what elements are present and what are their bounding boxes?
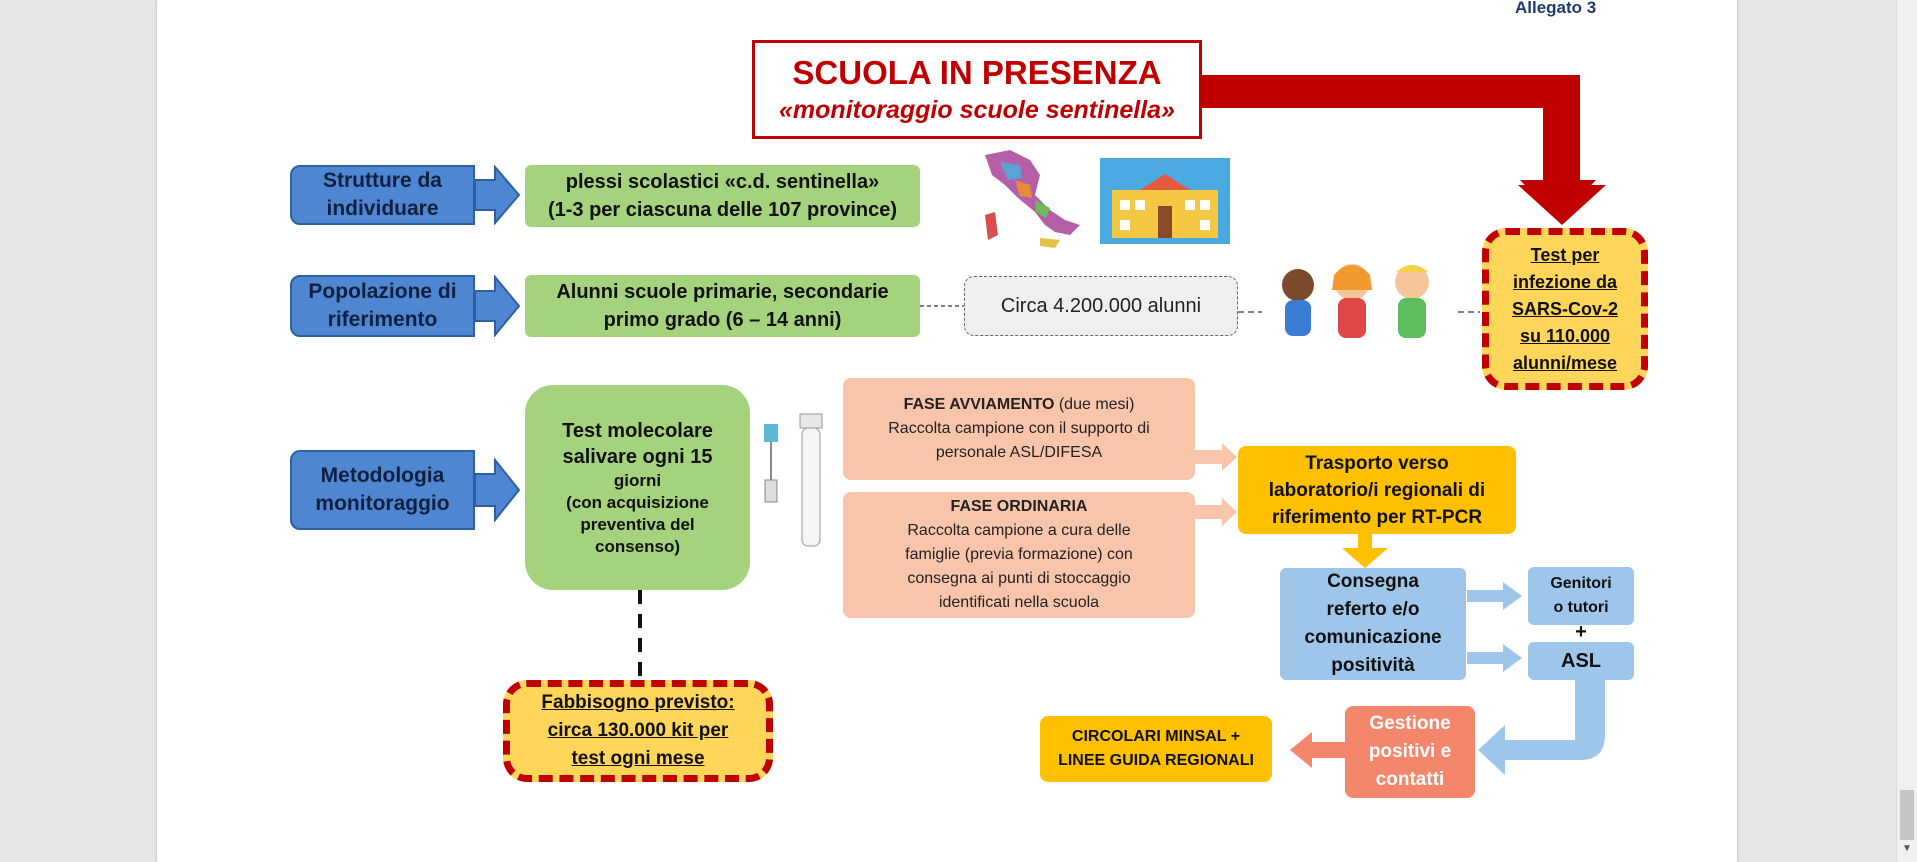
fase-avviamento-heading: FASE AVVIAMENTO (due mesi) <box>904 393 1135 417</box>
box-circa-alunni: Circa 4.200.000 alunni <box>964 276 1238 336</box>
trasporto-line-2: laboratorio/i regionali di <box>1268 479 1486 501</box>
test-infezione-line-5: alunni/mese <box>1512 352 1618 373</box>
test-molecolare-line-4: (con acquisizione <box>566 492 709 512</box>
page-subtitle: «monitoraggio scuole sentinella» <box>779 96 1175 124</box>
box-fabbisogno: Fabbisogno previsto: circa 130.000 kit p… <box>503 680 773 782</box>
arrow-avviamento-icon <box>1195 443 1237 471</box>
fase-ordinaria-line-2: famiglie (previa formazione) con <box>905 546 1133 563</box>
allegato-label: Allegato 3 <box>1515 0 1597 17</box>
arrow-circolari-icon <box>1290 732 1345 768</box>
box-alunni-line-2: primo grado (6 – 14 anni) <box>603 309 842 331</box>
scrollbar-thumb[interactable] <box>1900 790 1914 840</box>
box-test-infezione: Test per infezione da SARS-Cov-2 su 110.… <box>1482 228 1648 390</box>
fase-ordinaria-title: FASE ORDINARIA <box>950 498 1088 515</box>
fase-avviamento-line-1: Raccolta campione con il supporto di <box>888 420 1150 437</box>
fase-avviamento-title: FASE AVVIAMENTO <box>903 396 1055 413</box>
box-plessi-line-1: plessi scolastici «c.d. sentinella» <box>565 171 880 193</box>
circolari-line-2: LINEE GUIDA REGIONALI <box>1058 752 1254 769</box>
trasporto-line-1: Trasporto verso <box>1305 452 1449 474</box>
box-plessi: plessi scolastici «c.d. sentinella» (1-3… <box>525 165 920 227</box>
arrow-asl-icon <box>1467 644 1522 672</box>
consegna-line-4: positività <box>1331 655 1415 676</box>
label-metodologia: Metodologia monitoraggio <box>290 450 475 530</box>
genitori-line-1: Genitori <box>1550 575 1612 592</box>
arrow-curved-gestione-icon <box>1478 680 1605 775</box>
label-strutture: Strutture da individuare <box>290 165 475 225</box>
vertical-scrollbar[interactable]: ▼ <box>1896 0 1917 862</box>
gestione-line-1: Gestione <box>1369 713 1451 734</box>
gestione-line-2: positivi e <box>1368 741 1452 762</box>
arrow-strutture-icon <box>475 165 521 225</box>
test-molecolare-line-5: preventiva del <box>580 514 695 534</box>
gestione-line-3: contatti <box>1375 769 1445 790</box>
page-title: SCUOLA IN PRESENZA <box>792 54 1162 91</box>
label-strutture-line-2: individuare <box>326 197 439 220</box>
box-asl: ASL <box>1528 642 1634 680</box>
box-fase-ordinaria: FASE ORDINARIA Raccolta campione a cura … <box>843 492 1195 618</box>
fase-ordinaria-line-1: Raccolta campione a cura delle <box>907 522 1131 539</box>
label-strutture-line-1: Strutture da <box>322 169 442 192</box>
arrow-genitori-icon <box>1467 582 1522 610</box>
fabbisogno-line-1: Fabbisogno previsto: <box>541 692 735 713</box>
children-illustration-icon <box>1282 264 1429 338</box>
test-molecolare-line-6: consenso) <box>594 536 681 556</box>
box-fase-avviamento: FASE AVVIAMENTO (due mesi) Raccolta camp… <box>843 378 1195 480</box>
school-building-icon <box>1100 158 1230 244</box>
test-infezione-line-2: infezione da <box>1512 271 1617 292</box>
arrow-ordinaria-icon <box>1195 498 1237 526</box>
italy-map-icon <box>985 150 1080 248</box>
test-molecolare-line-2: salivare ogni 15 <box>562 445 713 468</box>
plus-sign: + <box>1575 620 1587 643</box>
test-molecolare-line-3: giorni <box>613 470 662 490</box>
label-metodologia-line-1: Metodologia <box>320 464 445 487</box>
fabbisogno-line-2: circa 130.000 kit per <box>547 720 729 741</box>
consegna-line-1: Consegna <box>1327 571 1419 592</box>
fase-avviamento-line-2: personale ASL/DIFESA <box>935 444 1103 461</box>
arrow-down-trasporto-icon <box>1342 532 1388 568</box>
label-popolazione: Popolazione di riferimento <box>290 275 475 337</box>
fabbisogno-line-3: test ogni mese <box>571 748 705 769</box>
box-plessi-line-2: (1-3 per ciascuna delle 107 province) <box>547 199 898 221</box>
fase-avviamento-suffix: (due mesi) <box>1054 396 1135 413</box>
box-trasporto: Trasporto verso laboratorio/i regionali … <box>1238 446 1516 534</box>
box-circolari: CIRCOLARI MINSAL + LINEE GUIDA REGIONALI <box>1040 716 1272 782</box>
test-infezione-line-4: su 110.000 <box>1519 325 1611 346</box>
trasporto-line-3: riferimento per RT-PCR <box>1271 506 1483 528</box>
test-molecolare-line-1: Test molecolare <box>562 419 713 442</box>
test-infezione-line-3: SARS-Cov-2 <box>1511 298 1618 319</box>
title-box: SCUOLA IN PRESENZA «monitoraggio scuole … <box>752 40 1202 139</box>
box-genitori: Genitori o tutori <box>1528 567 1634 625</box>
box-gestione: Gestione positivi e contatti <box>1345 706 1475 798</box>
label-popolazione-line-1: Popolazione di <box>308 280 457 303</box>
fase-ordinaria-line-3: consegna ai punti di stoccaggio <box>907 570 1131 587</box>
arrow-popolazione-icon <box>475 275 521 337</box>
arrow-metodologia-icon <box>475 458 521 522</box>
scroll-down-arrow-icon[interactable]: ▼ <box>1902 843 1912 854</box>
saliva-test-tube-icon <box>764 413 823 547</box>
test-infezione-line-1: Test per <box>1530 244 1600 265</box>
box-consegna: Consegna referto e/o comunicazione posit… <box>1280 568 1466 680</box>
label-metodologia-line-2: monitoraggio <box>315 492 450 515</box>
box-alunni: Alunni scuole primarie, secondarie primo… <box>525 275 920 337</box>
label-popolazione-line-2: riferimento <box>327 308 438 331</box>
consegna-line-2: referto e/o <box>1326 599 1420 620</box>
box-alunni-line-1: Alunni scuole primarie, secondarie <box>556 281 889 303</box>
red-arrow-shape <box>1202 75 1606 225</box>
consegna-line-3: comunicazione <box>1304 627 1442 648</box>
circolari-line-1: CIRCOLARI MINSAL + <box>1071 728 1241 745</box>
box-test-molecolare: Test molecolare salivare ogni 15 giorni … <box>525 385 750 590</box>
genitori-line-2: o tutori <box>1553 599 1609 616</box>
fase-ordinaria-line-4: identificati nella scuola <box>938 594 1100 611</box>
